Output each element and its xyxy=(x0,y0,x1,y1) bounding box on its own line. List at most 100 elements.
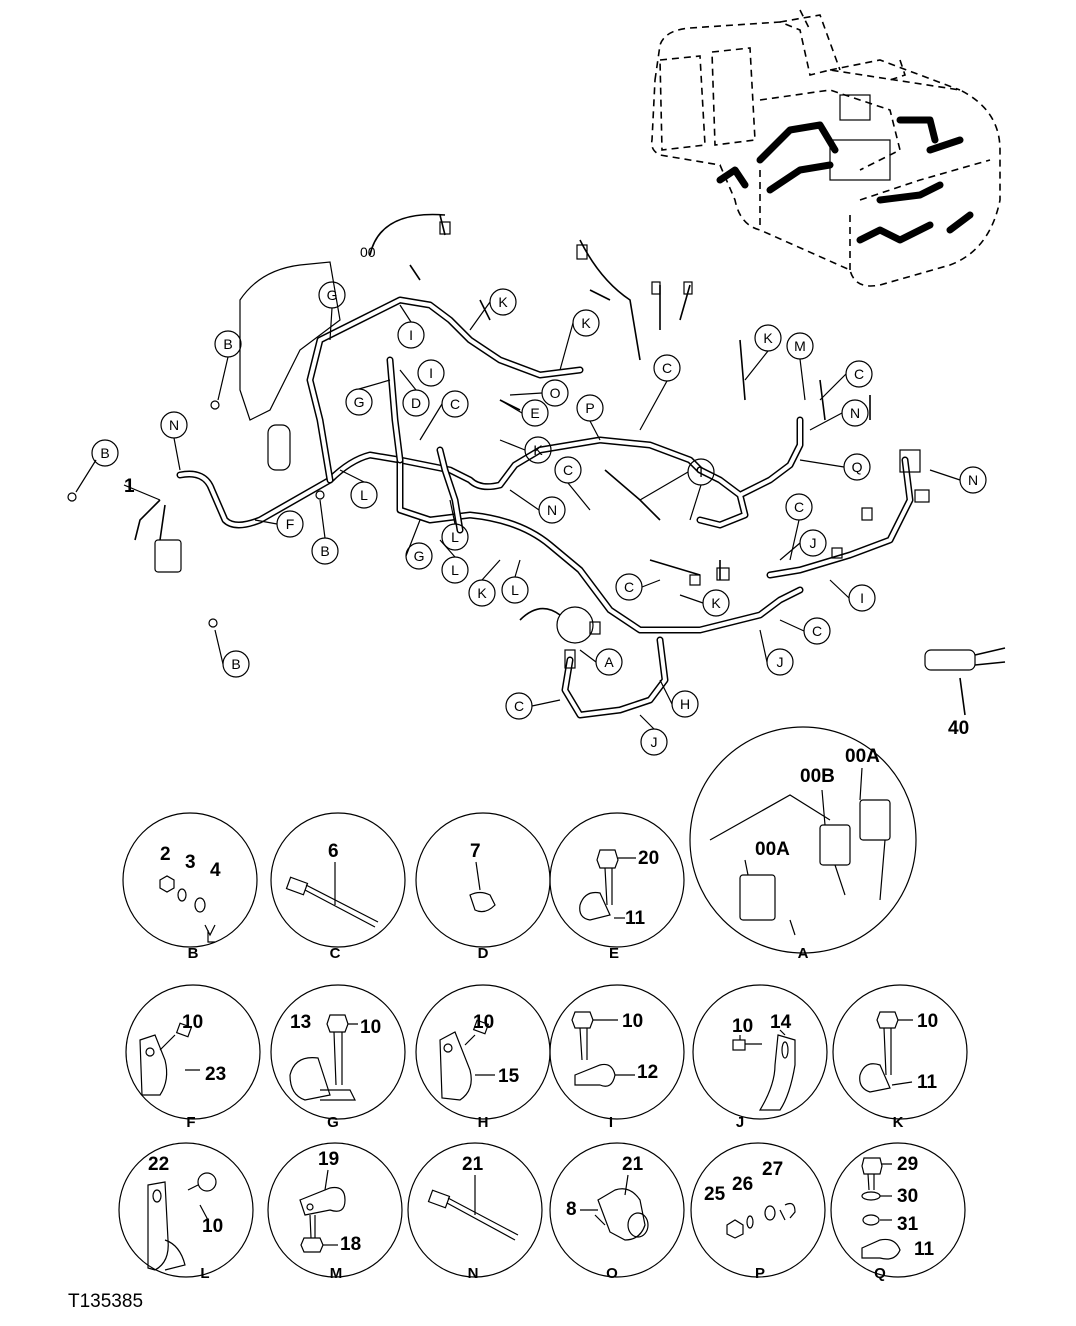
callout-label: L xyxy=(451,562,459,578)
callout-label: B xyxy=(320,543,329,559)
callout-label: C xyxy=(514,698,524,714)
callout-label: K xyxy=(498,294,508,310)
callout-label: F xyxy=(286,516,295,532)
callout-n: N xyxy=(959,466,987,494)
svg-text:11: 11 xyxy=(917,1072,938,1093)
callout-c: C xyxy=(785,493,813,521)
svg-text:11: 11 xyxy=(914,1239,935,1260)
callout-label: G xyxy=(354,394,365,410)
callout-label: C xyxy=(854,366,864,382)
svg-text:13: 13 xyxy=(290,1012,311,1033)
svg-text:21: 21 xyxy=(462,1154,484,1175)
callout-label: C xyxy=(794,499,804,515)
callout-a: A xyxy=(595,648,623,676)
callout-label: E xyxy=(530,405,539,421)
callout-k: K xyxy=(468,579,496,607)
svg-text:19: 19 xyxy=(318,1149,339,1170)
leader-lines xyxy=(75,301,961,730)
detail-d: 7 D xyxy=(415,812,551,962)
svg-text:N: N xyxy=(468,1265,479,1282)
callout-label: N xyxy=(169,417,179,433)
callout-c: C xyxy=(554,456,582,484)
svg-text:J: J xyxy=(736,1114,744,1131)
callout-j: J xyxy=(766,648,794,676)
callout-label: A xyxy=(604,654,614,670)
callout-g: G xyxy=(318,281,346,309)
callout-label: K xyxy=(533,442,543,458)
callout-label: I xyxy=(429,365,433,381)
detail-p: 27 25 26 P xyxy=(690,1142,826,1282)
svg-text:00B: 00B xyxy=(800,766,835,787)
diagram-callouts: B N 1 B F B G 00 G I K I K D C G L E O P… xyxy=(91,244,987,756)
callout-label: O xyxy=(550,385,561,401)
callout-label: C xyxy=(450,396,460,412)
callout-l: L xyxy=(501,576,529,604)
svg-text:14: 14 xyxy=(770,1012,792,1033)
detail-views: 2 3 4 B 6 C 7 D 20 11 xyxy=(118,726,968,1282)
svg-text:4: 4 xyxy=(210,860,221,881)
callout-b: B xyxy=(91,439,119,467)
svg-text:00A: 00A xyxy=(845,746,880,767)
svg-text:10: 10 xyxy=(917,1011,938,1032)
callout-l: L xyxy=(441,556,469,584)
figure-id: T135385 xyxy=(68,1291,143,1312)
callout-k: K xyxy=(572,309,600,337)
svg-text:L: L xyxy=(200,1265,209,1282)
callout-label: Q xyxy=(852,459,863,475)
callout-label: L xyxy=(451,529,459,545)
detail-i: 10 12 I xyxy=(549,984,685,1131)
svg-text:22: 22 xyxy=(148,1154,169,1175)
svg-text:20: 20 xyxy=(638,848,659,869)
svg-text:K: K xyxy=(893,1114,904,1131)
svg-text:H: H xyxy=(478,1114,489,1131)
callout-label: K xyxy=(581,315,591,331)
detail-e: 20 11 E xyxy=(549,812,685,962)
callout-label: M xyxy=(794,338,806,354)
callout-label: L xyxy=(511,582,519,598)
callout-label: C xyxy=(812,623,822,639)
svg-text:8: 8 xyxy=(566,1199,577,1220)
callout-c: C xyxy=(615,573,643,601)
svg-text:F: F xyxy=(186,1114,195,1131)
callout-label: P xyxy=(585,400,594,416)
detail-f: 10 23 F xyxy=(125,984,261,1131)
svg-text:10: 10 xyxy=(202,1216,223,1237)
svg-text:3: 3 xyxy=(185,852,196,873)
svg-text:15: 15 xyxy=(498,1066,520,1087)
callout-label: J xyxy=(651,734,658,750)
callout-m: M xyxy=(786,332,814,360)
callout-label: K xyxy=(477,585,487,601)
svg-text:12: 12 xyxy=(637,1062,658,1083)
svg-text:25: 25 xyxy=(704,1184,726,1205)
detail-h: 10 15 H xyxy=(415,984,551,1131)
svg-text:E: E xyxy=(609,945,619,962)
part-number: 40 xyxy=(948,718,969,739)
callout-n: N xyxy=(160,411,188,439)
callout-c: C xyxy=(653,354,681,382)
callout-label: G xyxy=(327,287,338,303)
svg-text:23: 23 xyxy=(205,1064,226,1085)
detail-l: 22 10 L xyxy=(118,1142,254,1282)
callout-label: K xyxy=(763,330,773,346)
callout-i: I xyxy=(397,321,425,349)
detail-k: 10 11 K xyxy=(832,984,968,1131)
callout-n: N xyxy=(841,399,869,427)
svg-text:11: 11 xyxy=(625,908,646,929)
callout-j: J xyxy=(640,728,668,756)
svg-text:A: A xyxy=(798,945,809,962)
callout-c: C xyxy=(803,617,831,645)
svg-text:30: 30 xyxy=(897,1186,918,1207)
callout-c: C xyxy=(505,692,533,720)
svg-text:10: 10 xyxy=(622,1011,643,1032)
svg-text:C: C xyxy=(330,945,341,962)
svg-text:10: 10 xyxy=(732,1016,753,1037)
callout-label: B xyxy=(231,656,240,672)
callout-j: J xyxy=(799,529,827,557)
callout-p: P xyxy=(576,394,604,422)
svg-text:21: 21 xyxy=(622,1154,644,1175)
svg-text:P: P xyxy=(755,1265,765,1282)
svg-text:G: G xyxy=(327,1114,339,1131)
svg-text:I: I xyxy=(609,1114,613,1131)
svg-text:B: B xyxy=(188,945,199,962)
